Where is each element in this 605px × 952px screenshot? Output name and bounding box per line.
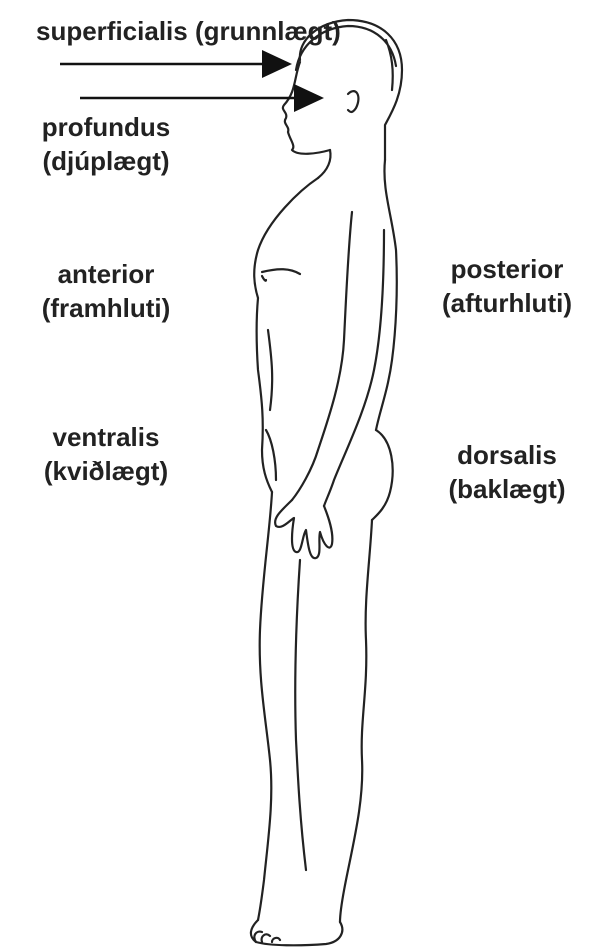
torso-front — [254, 178, 318, 492]
ear — [348, 91, 358, 112]
buttocks — [372, 430, 393, 520]
superficialis-label: superficialis (grunnlægt) — [36, 14, 341, 48]
neck-front — [318, 150, 331, 178]
foot — [251, 920, 342, 945]
arrows — [60, 50, 324, 112]
profundus-term: profundus — [6, 110, 206, 144]
human-figure — [251, 20, 402, 945]
leg-back — [340, 520, 372, 922]
posterior-label: posterior (afturhluti) — [412, 252, 602, 320]
ventralis-translation: (kviðlægt) — [6, 454, 206, 488]
superficialis-text: superficialis (grunnlægt) — [36, 14, 341, 48]
dorsalis-label: dorsalis (baklægt) — [412, 438, 602, 506]
posterior-term: posterior — [412, 252, 602, 286]
profundus-label: profundus (djúplægt) — [6, 110, 206, 178]
leg-front — [258, 492, 272, 920]
posterior-translation: (afturhluti) — [412, 286, 602, 320]
anterior-term: anterior — [6, 257, 206, 291]
dorsalis-term: dorsalis — [412, 438, 602, 472]
ventralis-term: ventralis — [6, 420, 206, 454]
abdomen-line — [266, 330, 276, 480]
back-outline — [376, 160, 397, 430]
anterior-label: anterior (framhluti) — [6, 257, 206, 325]
chest-line — [262, 269, 300, 281]
leg-inner — [295, 560, 306, 870]
ventralis-label: ventralis (kviðlægt) — [6, 420, 206, 488]
face-profile — [283, 62, 330, 154]
dorsalis-translation: (baklægt) — [412, 472, 602, 506]
profundus-translation: (djúplægt) — [6, 144, 206, 178]
arm-back — [324, 230, 384, 506]
anterior-translation: (framhluti) — [6, 291, 206, 325]
hand — [275, 500, 332, 558]
superficialis-arrowhead — [262, 50, 292, 78]
toes — [254, 932, 280, 942]
profundus-arrowhead — [294, 84, 324, 112]
